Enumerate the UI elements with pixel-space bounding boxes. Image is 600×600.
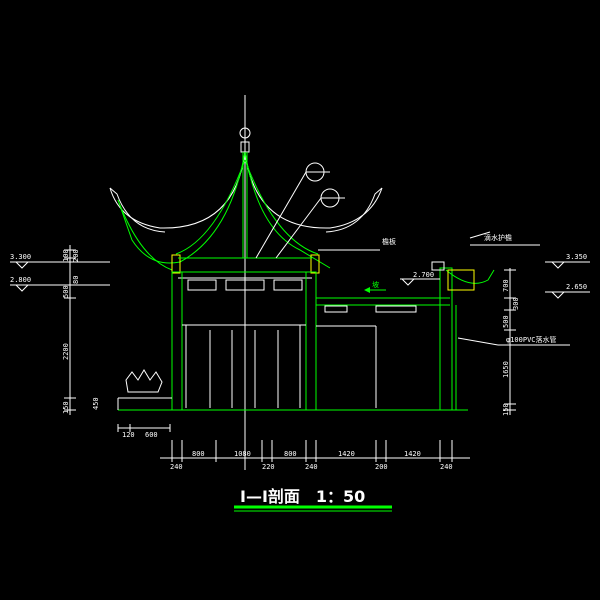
- right-dim-700: 700: [502, 279, 510, 292]
- right-elev-mid-marker: [550, 291, 566, 299]
- left-dim-2200: 2200: [62, 343, 70, 360]
- left-elev-top-value: 3.300: [10, 253, 31, 261]
- left-dim-200: 200: [72, 249, 80, 262]
- corridor-beam-2: [375, 305, 417, 313]
- lintel-panel-1: [187, 279, 217, 291]
- bottom-dim-800-a: 800: [192, 450, 205, 458]
- left-dim-500: 500: [62, 285, 70, 298]
- left-elev-mid-value: 2.800: [10, 276, 31, 284]
- right-roof-eave-tip: [325, 187, 383, 233]
- bottom-dim-1420-b: 1420: [404, 450, 421, 458]
- lintel-panel-2: [225, 279, 265, 291]
- left-eave-hatch: [171, 254, 181, 274]
- shrub-symbol: [125, 369, 163, 393]
- left-roof-underside: [117, 199, 173, 271]
- callout-leader-2: [275, 197, 322, 259]
- bottom-small-dim-120: 120: [122, 431, 135, 439]
- slope-label: 坡: [372, 280, 379, 289]
- right-roof-rafter: [244, 159, 319, 255]
- bottom-dim-240-b: 240: [305, 463, 318, 471]
- parapet-leader: [469, 231, 491, 239]
- slope-arrowhead: [364, 287, 370, 293]
- bottom-dim-1420-a: 1420: [338, 450, 355, 458]
- left-dim-100: 100: [62, 249, 70, 262]
- downpipe-leader: [457, 337, 499, 346]
- right-column: [305, 271, 317, 411]
- bottom-dim-240-c: 240: [440, 463, 453, 471]
- left-elev-mid-marker: [14, 284, 30, 292]
- left-roof-rafter: [175, 159, 246, 255]
- left-roof-eave-tip: [109, 187, 166, 233]
- right-elev-mid-value: 2.650: [566, 283, 587, 291]
- bottom-dim-800-b: 800: [284, 450, 297, 458]
- right-dim-150: 150: [502, 403, 510, 416]
- bottom-dim-200: 200: [375, 463, 388, 471]
- downpipe-label: φ100PVC落水管: [506, 335, 557, 344]
- left-dim-80: 80: [72, 276, 80, 284]
- right-elev-top-value: 3.350: [566, 253, 587, 261]
- lintel-panel-3: [273, 279, 303, 291]
- right-eave-detail: [445, 269, 495, 284]
- right-eave-hatch: [310, 254, 320, 274]
- left-dim-450: 450: [92, 397, 100, 410]
- eave-board-label: 檐板: [382, 237, 396, 246]
- parapet-label: 滴水护檐: [484, 233, 512, 242]
- callout-leader-1: [255, 171, 307, 259]
- roof-elev-value: 2.700: [413, 271, 434, 279]
- right-dim-500: 500: [502, 315, 510, 328]
- corridor-beam-1: [324, 305, 348, 313]
- right-dim-1650: 1650: [502, 361, 510, 378]
- left-roof-section: [117, 151, 246, 264]
- left-elev-top-marker: [14, 261, 30, 269]
- right-elev-top-marker: [550, 261, 566, 269]
- bottom-small-dim-600: 600: [145, 431, 158, 439]
- bottom-dim-1080: 1080: [234, 450, 251, 458]
- roof-finial: [239, 127, 251, 139]
- right-eave-hatch: [447, 269, 475, 291]
- left-dim-150: 150: [62, 401, 70, 414]
- right-roof-section: [244, 151, 331, 269]
- roof-elev-marker: [400, 278, 416, 286]
- bottom-dim-240-a: 240: [170, 463, 183, 471]
- wall-coping: [431, 261, 445, 271]
- right-roof-curve-outer: [244, 151, 383, 229]
- corridor-right-wall: [439, 267, 453, 411]
- right-dim-300: 300: [512, 297, 520, 310]
- left-column: [171, 271, 183, 411]
- bottom-dim-ticks: [171, 440, 453, 462]
- bottom-dim-220: 220: [262, 463, 275, 471]
- drawing-title: Ⅰ—Ⅰ剖面 1：50: [240, 487, 365, 506]
